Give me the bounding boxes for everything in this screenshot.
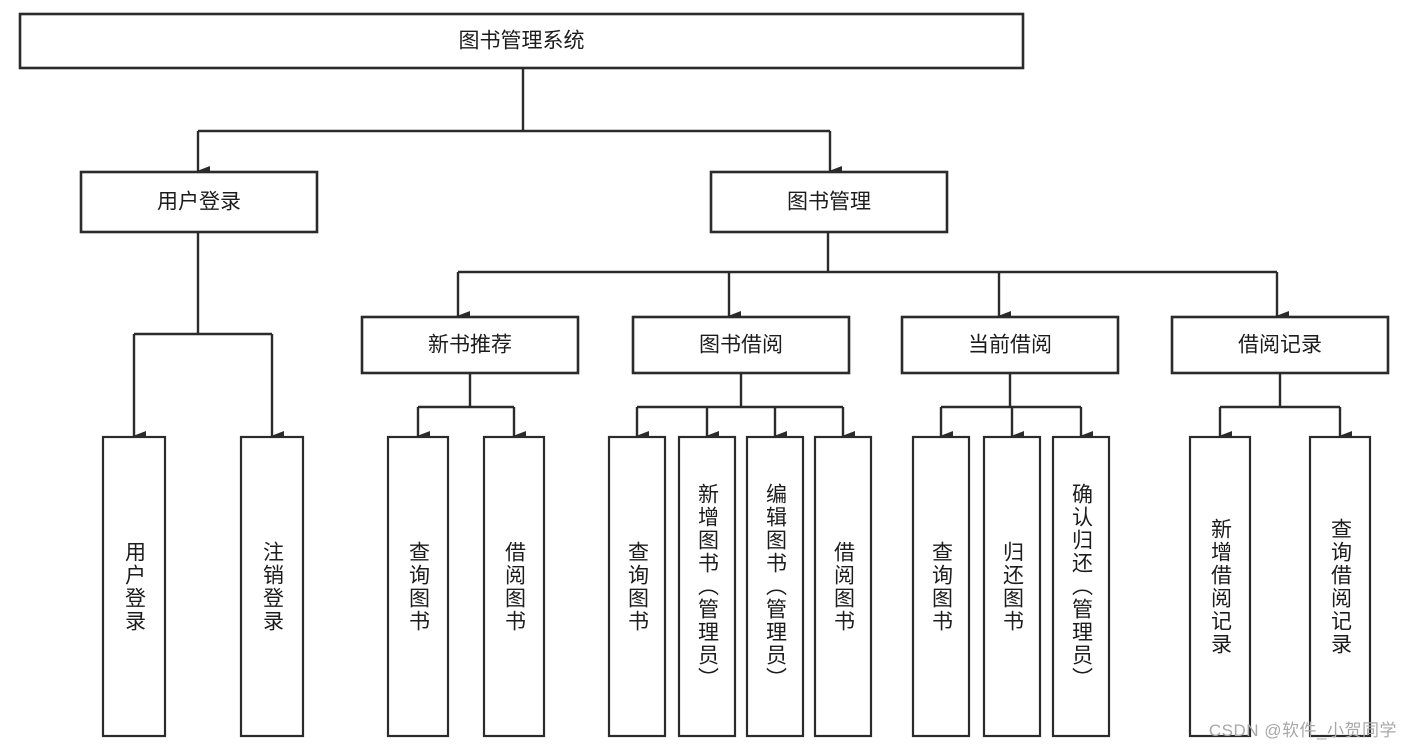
node-new-book-rec-box[interactable]: [360, 315, 580, 375]
node-leaf-borrow-book-rec-box[interactable]: [482, 435, 546, 738]
node-leaf-confirm-return-box[interactable]: [1051, 435, 1111, 738]
node-current-borrow-box[interactable]: [900, 315, 1120, 375]
node-leaf-query-book-rec-box[interactable]: [386, 435, 450, 738]
node-leaf-query-record-box[interactable]: [1308, 435, 1372, 738]
node-leaf-add-book-box[interactable]: [677, 435, 737, 738]
node-leaf-return-book-box[interactable]: [982, 435, 1042, 738]
node-borrow-record-box[interactable]: [1170, 315, 1390, 375]
node-user-login-label: 用户登录: [157, 191, 241, 214]
node-current-borrow-label: 当前借阅: [968, 334, 1052, 357]
node-leaf-add-record-box[interactable]: [1188, 435, 1252, 738]
connector-lines: [132, 68, 1352, 441]
node-book-borrow-box[interactable]: [631, 315, 851, 375]
node-borrow-record-label: 借阅记录: [1238, 334, 1322, 357]
node-leaf-borrow-book-bb-box[interactable]: [813, 435, 873, 738]
node-user-login-box[interactable]: [79, 170, 319, 234]
node-leaf-user-login-box[interactable]: [101, 435, 167, 738]
node-root-box[interactable]: [18, 12, 1025, 70]
node-root-label: 图书管理系统: [459, 30, 585, 53]
node-leaf-query-book-cb-box[interactable]: [911, 435, 971, 738]
node-boxes: [18, 12, 1390, 738]
node-book-manage-label: 图书管理: [787, 191, 871, 214]
node-book-borrow-label: 图书借阅: [699, 334, 783, 357]
node-leaf-edit-book-box[interactable]: [745, 435, 805, 738]
node-leaf-query-book-bb-box[interactable]: [607, 435, 667, 738]
node-book-manage-box[interactable]: [709, 170, 949, 234]
node-new-book-rec-label: 新书推荐: [428, 334, 512, 357]
node-leaf-logout-box[interactable]: [239, 435, 305, 738]
watermark-text: CSDN @软件_小贺同学: [1208, 721, 1397, 740]
